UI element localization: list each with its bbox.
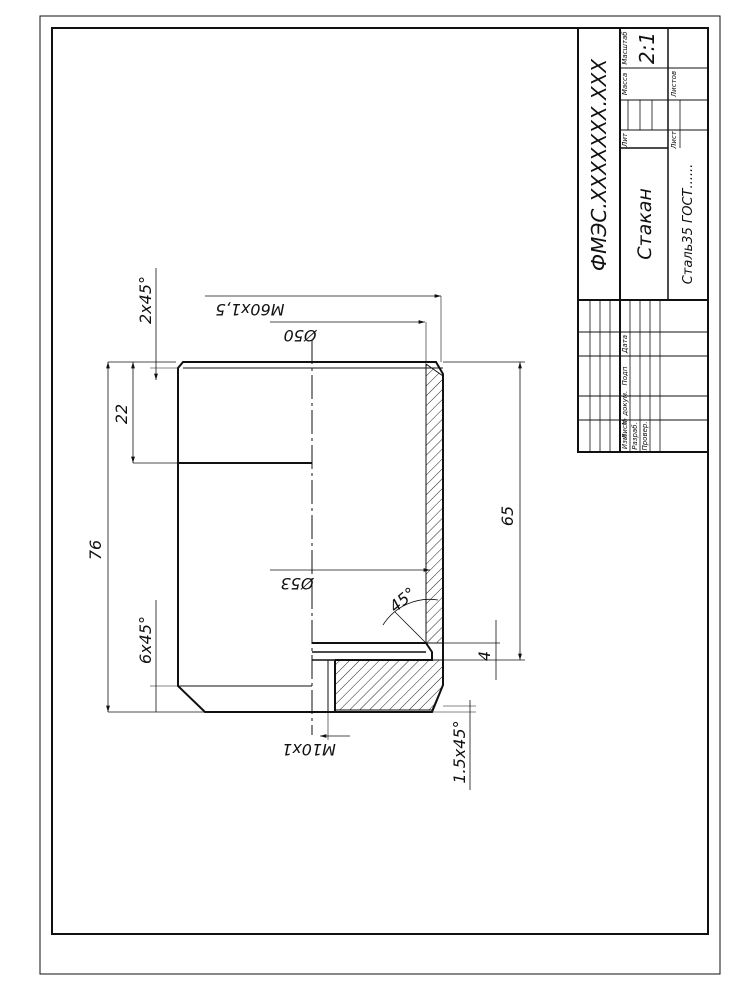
- part-view: [177, 340, 444, 735]
- dim-chamfer-small: 1.5x45°: [450, 720, 469, 783]
- drawing-frame: [51, 27, 709, 935]
- tb-part-name: Стакан: [634, 188, 656, 260]
- dim-bore-length: 65: [498, 506, 517, 526]
- dim-upper-length: 22: [112, 404, 131, 424]
- tb-row-razrab: Разраб.: [631, 422, 639, 450]
- tb-col-lit: Лит: [621, 132, 629, 148]
- dim-bore-diameter: Ø50: [284, 326, 318, 345]
- tb-row-list: Лист: [621, 420, 629, 440]
- hatched-bottom-section: [334, 659, 444, 711]
- bore-bottom: [312, 642, 433, 661]
- angle-arc: [382, 599, 439, 626]
- title-block-text: ФМЭС.ХХХХХХХ.ХХХ Стакан Сталь35 ГОСТ....…: [587, 31, 696, 451]
- dim-chamfer-bottom: 6x45°: [136, 616, 155, 664]
- dim-inner-diameter: Ø53: [281, 574, 315, 593]
- dim-small-thread: M10x1: [282, 740, 336, 759]
- tb-col-sheets: Листов: [670, 71, 678, 98]
- dim-angle: 45°: [385, 583, 419, 616]
- tb-row-prover: Провер.: [641, 421, 649, 450]
- tb-col-sheet: Лист: [670, 130, 678, 150]
- tb-row-sign: Подп: [621, 366, 629, 385]
- hatched-wall-right: [425, 363, 444, 644]
- dimensions: 76 22 2x45° 6x45° M60x1,5 Ø50 Ø53 45° 65: [86, 268, 525, 790]
- tb-designation: ФМЭС.ХХХХХХХ.ХХХ: [587, 58, 611, 271]
- tb-material: Сталь35 ГОСТ......: [681, 164, 696, 285]
- outer-contour: [177, 361, 444, 713]
- tb-row-date: Дата: [621, 335, 629, 354]
- dim-overall-length: 76: [86, 540, 105, 560]
- title-block: [577, 27, 709, 453]
- tb-scale: 2:1: [635, 32, 659, 64]
- tb-col-mass: Масса: [621, 73, 629, 95]
- dim-groove-width: 4: [475, 651, 494, 661]
- tb-col-scale: Масштаб: [621, 31, 629, 65]
- dim-chamfer-top: 2x45°: [136, 276, 155, 324]
- tb-row-izm: Изм: [621, 434, 629, 449]
- dim-outer-thread: M60x1,5: [215, 300, 284, 319]
- sheet-trim: [39, 15, 721, 975]
- tb-row-doc: № докум.: [621, 391, 629, 427]
